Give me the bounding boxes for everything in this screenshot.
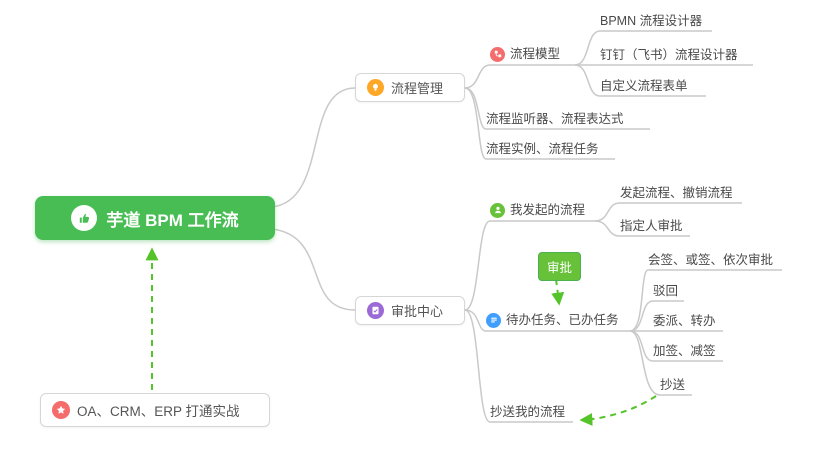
node-label: 抄送我的流程 bbox=[490, 405, 566, 419]
node-cc[interactable]: 抄送 bbox=[660, 377, 685, 393]
edge-countersign bbox=[629, 269, 782, 332]
edge-process-model bbox=[464, 64, 575, 89]
node-assignee-approval[interactable]: 指定人审批 bbox=[620, 218, 683, 234]
edge-todo-done bbox=[464, 309, 630, 332]
edge-my-initiated bbox=[464, 220, 595, 311]
node-label: BPMN 流程设计器 bbox=[600, 14, 703, 28]
approval-tag-label: 审批 bbox=[547, 261, 573, 275]
node-delegate-transfer[interactable]: 委派、转办 bbox=[653, 313, 716, 329]
node-label: 流程管理 bbox=[391, 81, 444, 96]
edge-reject bbox=[629, 300, 684, 332]
node-label: 发起流程、撤销流程 bbox=[620, 186, 733, 200]
node-add-reduce-sign[interactable]: 加签、减签 bbox=[653, 343, 716, 359]
root-node[interactable]: 芋道 BPM 工作流 bbox=[35, 196, 275, 240]
cc-arrow bbox=[579, 395, 657, 426]
edge-assignee-approval bbox=[594, 220, 690, 237]
node-custom-form[interactable]: 自定义流程表单 bbox=[600, 78, 688, 94]
node-label: 钉钉（飞书）流程设计器 bbox=[600, 48, 738, 62]
edge-root-approval-center bbox=[271, 228, 356, 311]
node-dingtalk-designer[interactable]: 钉钉（飞书）流程设计器 bbox=[600, 47, 738, 63]
node-label: 流程实例、流程任务 bbox=[486, 142, 599, 156]
node-label: 会签、或签、依次审批 bbox=[648, 253, 774, 267]
edge-root-process-management bbox=[271, 87, 356, 208]
node-process-model[interactable]: 流程模型 bbox=[490, 46, 560, 62]
task-list-icon bbox=[486, 312, 501, 328]
node-initiate-cancel[interactable]: 发起流程、撤销流程 bbox=[620, 185, 733, 201]
thumbs-up-icon bbox=[71, 205, 98, 231]
node-instance-task[interactable]: 流程实例、流程任务 bbox=[486, 141, 599, 157]
edge-custom-form bbox=[574, 64, 706, 97]
node-label: 待办任务、已办任务 bbox=[506, 313, 619, 327]
approval-arrow bbox=[551, 278, 565, 306]
node-bpmn-designer[interactable]: BPMN 流程设计器 bbox=[600, 13, 702, 29]
node-approval-center[interactable]: 审批中心 bbox=[355, 296, 465, 325]
node-reject[interactable]: 驳回 bbox=[653, 283, 678, 299]
edge-initiate-cancel bbox=[594, 202, 742, 222]
node-my-initiated[interactable]: 我发起的流程 bbox=[490, 202, 585, 218]
node-label: OA、CRM、ERP 打通实战 bbox=[77, 404, 240, 419]
star-icon bbox=[52, 401, 70, 419]
flow-model-icon bbox=[490, 46, 505, 62]
edge-instance-task bbox=[464, 87, 615, 160]
node-process-management[interactable]: 流程管理 bbox=[355, 73, 465, 102]
node-label: 审批中心 bbox=[391, 304, 444, 319]
root-label: 芋道 BPM 工作流 bbox=[106, 210, 239, 230]
node-label: 驳回 bbox=[653, 284, 679, 298]
node-label: 流程模型 bbox=[510, 47, 561, 61]
edge-cc-my-process bbox=[464, 309, 573, 423]
node-label: 加签、减签 bbox=[653, 344, 716, 358]
node-label: 自定义流程表单 bbox=[600, 79, 688, 93]
node-label: 抄送 bbox=[660, 378, 686, 392]
node-label: 指定人审批 bbox=[620, 219, 683, 233]
approval-doc-icon bbox=[367, 302, 384, 319]
edge-cc bbox=[629, 330, 692, 396]
edge-bpmn-designer bbox=[574, 30, 712, 66]
node-label: 我发起的流程 bbox=[510, 203, 586, 217]
node-label: 流程监听器、流程表达式 bbox=[486, 112, 624, 126]
lightbulb-icon bbox=[367, 79, 384, 96]
node-label: 委派、转办 bbox=[653, 314, 716, 328]
node-cc-my-process[interactable]: 抄送我的流程 bbox=[490, 404, 565, 420]
node-countersign[interactable]: 会签、或签、依次审批 bbox=[648, 252, 773, 268]
approval-tag: 审批 bbox=[538, 252, 582, 281]
node-oa-crm-erp[interactable]: OA、CRM、ERP 打通实战 bbox=[40, 393, 270, 427]
node-listener-expression[interactable]: 流程监听器、流程表达式 bbox=[486, 111, 624, 127]
node-todo-done[interactable]: 待办任务、已办任务 bbox=[486, 312, 619, 328]
person-icon bbox=[490, 202, 505, 218]
